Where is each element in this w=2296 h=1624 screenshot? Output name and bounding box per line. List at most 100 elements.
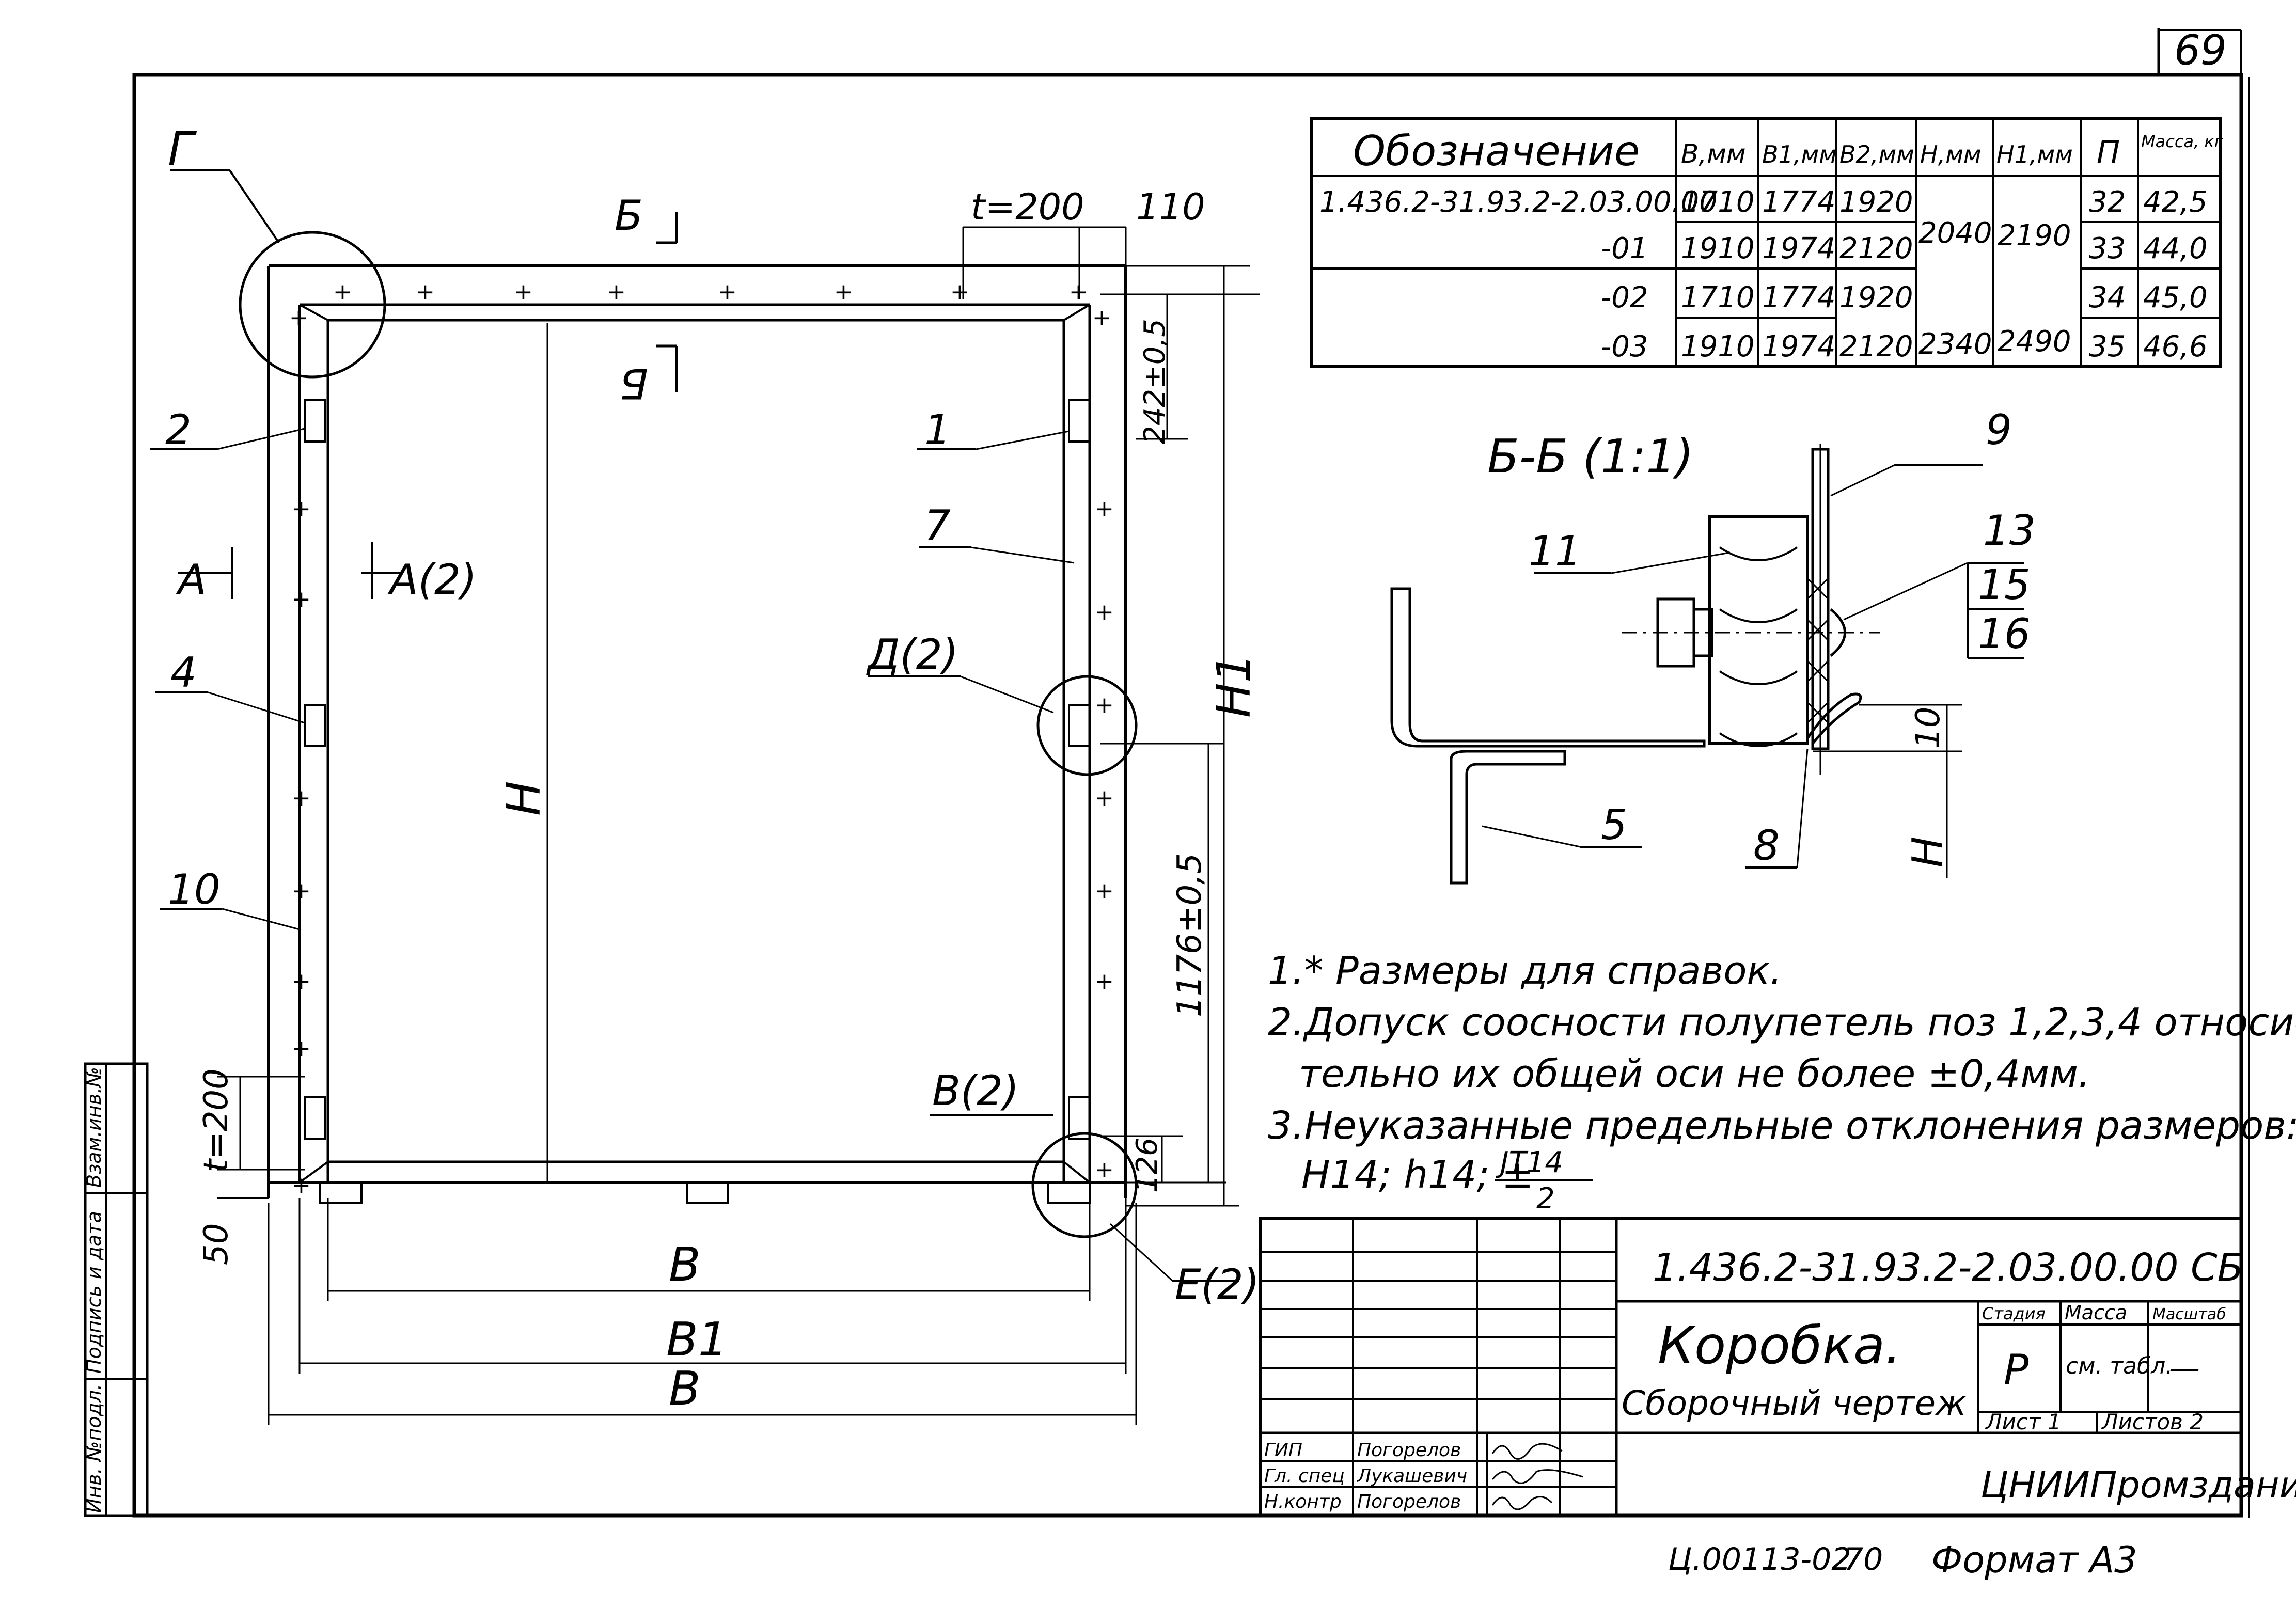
th-b2: B2,мм xyxy=(1839,140,1914,168)
svg-text:+: + xyxy=(292,878,311,904)
stamp-inv-no: Инв. №подл. xyxy=(83,1384,105,1513)
row3-b2: 2120 xyxy=(1839,330,1913,364)
svg-text:+: + xyxy=(607,279,626,305)
row3-b1: 1974 xyxy=(1762,330,1836,364)
th-h1: H1,мм xyxy=(1996,140,2073,168)
section-a: А xyxy=(176,556,207,604)
doc-subtitle: Сборочный чертеж xyxy=(1622,1383,1967,1423)
row2-b1: 1774 xyxy=(1762,281,1836,314)
svg-text:+: + xyxy=(950,279,969,305)
dim-h1: H1 xyxy=(1207,653,1261,718)
dim-pitch-left: t=200 xyxy=(197,1068,235,1172)
svg-text:+: + xyxy=(1095,785,1114,811)
row3-mass: 46,6 xyxy=(2143,330,2208,364)
bb-item-11: 11 xyxy=(1529,527,1581,575)
svg-text:+: + xyxy=(292,496,311,522)
svg-text:+: + xyxy=(1095,692,1114,718)
callout-g: Г xyxy=(168,122,197,177)
sig-role-1: Гл. спец xyxy=(1264,1465,1345,1487)
section-a2: А(2) xyxy=(387,556,477,604)
page-number: 69 xyxy=(2174,26,2227,74)
dim-b: B xyxy=(669,1238,701,1292)
view-v2: В(2) xyxy=(932,1067,1019,1115)
sig-role-2: Н.контр xyxy=(1264,1491,1342,1512)
row0-p: 32 xyxy=(2089,185,2126,219)
note-2: 2.Допуск соосности полупетель поз 1,2,3,… xyxy=(1268,1000,2296,1045)
dim-50: 50 xyxy=(197,1223,235,1265)
sig-role-0: ГИП xyxy=(1264,1440,1302,1461)
stamp-replace-inv: Взам.инв.№ xyxy=(83,1067,105,1188)
stage-value: Р xyxy=(2004,1346,2029,1394)
row0-designation: 1.436.2-31.93.2-2.03.00.00 xyxy=(1319,185,1718,219)
mass-value: см. табл. xyxy=(2066,1353,2173,1379)
row2-b2: 1920 xyxy=(1839,281,1913,314)
group1-h1: 2490 xyxy=(1998,325,2071,358)
svg-text:+: + xyxy=(1095,496,1114,522)
frame-box-view xyxy=(239,231,1138,1238)
sheet-frame xyxy=(132,28,2250,1518)
item-label-2: 2 xyxy=(165,406,192,454)
svg-text:+: + xyxy=(292,785,311,811)
row1-designation: -01 xyxy=(1601,232,1648,265)
note-1: 1.* Размеры для справок. xyxy=(1268,949,1782,993)
footer-number: 70 xyxy=(1844,1541,1883,1578)
scale-value: — xyxy=(2169,1350,2200,1386)
svg-text:+: + xyxy=(333,279,352,305)
bb-item-16: 16 xyxy=(1978,610,2031,658)
bb-item-15: 15 xyxy=(1978,561,2031,609)
dim-b2: B xyxy=(669,1362,701,1416)
note-2-cont: тельно их общей оси не более ±0,4мм. xyxy=(1299,1052,2090,1096)
svg-text:+: + xyxy=(1095,1157,1114,1183)
side-stamp xyxy=(84,1062,149,1517)
row1-p: 33 xyxy=(2089,232,2126,265)
row1-b: 1910 xyxy=(1681,232,1755,265)
row0-b: 1710 xyxy=(1681,185,1755,219)
row3-designation: -03 xyxy=(1601,330,1648,364)
section-bb-drawing xyxy=(1390,444,2024,885)
sig-name-2: Погорелов xyxy=(1357,1491,1461,1512)
row2-p: 34 xyxy=(2089,281,2126,314)
dim-pitch-top: t=200 xyxy=(971,186,1084,228)
col-scale-label: Масштаб xyxy=(2152,1305,2226,1323)
col-mass-label: Масса xyxy=(2065,1301,2127,1324)
callout-b-top: Б xyxy=(615,192,643,240)
sheet-count: Листов 2 xyxy=(2101,1409,2204,1434)
dim-h: H xyxy=(497,781,551,816)
signature-marks xyxy=(1491,1443,1583,1510)
spec-table-grid xyxy=(1310,117,2222,368)
row1-b2: 2120 xyxy=(1839,232,1913,265)
svg-text:+: + xyxy=(834,279,853,305)
fastener-marks: +++ +++ ++ +++ +++ ++ +++ +++ ++ xyxy=(289,279,1114,1199)
svg-text:+: + xyxy=(292,586,311,612)
bb-item-10: 10 xyxy=(1909,707,1947,749)
note-3-cont: H14; h14; ± xyxy=(1301,1153,1534,1197)
svg-text:+: + xyxy=(292,968,311,995)
svg-text:+: + xyxy=(514,279,533,305)
bb-item-h: H xyxy=(1904,837,1952,868)
row3-b: 1910 xyxy=(1681,330,1755,364)
bb-item-8: 8 xyxy=(1753,822,1780,870)
bb-item-9: 9 xyxy=(1986,406,2012,454)
row2-mass: 45,0 xyxy=(2143,281,2208,314)
row2-b: 1710 xyxy=(1681,281,1755,314)
svg-text:+: + xyxy=(718,279,737,305)
row2-designation: -02 xyxy=(1601,281,1648,314)
group0-h1: 2190 xyxy=(1998,219,2071,253)
row1-mass: 44,0 xyxy=(2143,232,2208,265)
item-label-10: 10 xyxy=(168,865,221,913)
footer-format: Формат А3 xyxy=(1931,1539,2137,1581)
item-label-1: 1 xyxy=(924,406,951,454)
dim-offset-110: 110 xyxy=(1136,186,1205,228)
stamp-sign-date: Подпись и дата xyxy=(83,1211,105,1374)
col-stage-label: Стадия xyxy=(1982,1304,2046,1323)
th-b1: B1,мм xyxy=(1762,140,1837,168)
th-designation: Обозначение xyxy=(1353,127,1640,175)
note-fraction-den: 2 xyxy=(1536,1182,1555,1216)
dim-126: 126 xyxy=(1130,1138,1164,1193)
svg-text:+: + xyxy=(292,1035,311,1062)
view-e2: Е(2) xyxy=(1175,1260,1260,1308)
main-view-leaders xyxy=(150,169,1260,1425)
row1-b1: 1974 xyxy=(1762,232,1836,265)
group0-h: 2040 xyxy=(1918,216,1992,250)
